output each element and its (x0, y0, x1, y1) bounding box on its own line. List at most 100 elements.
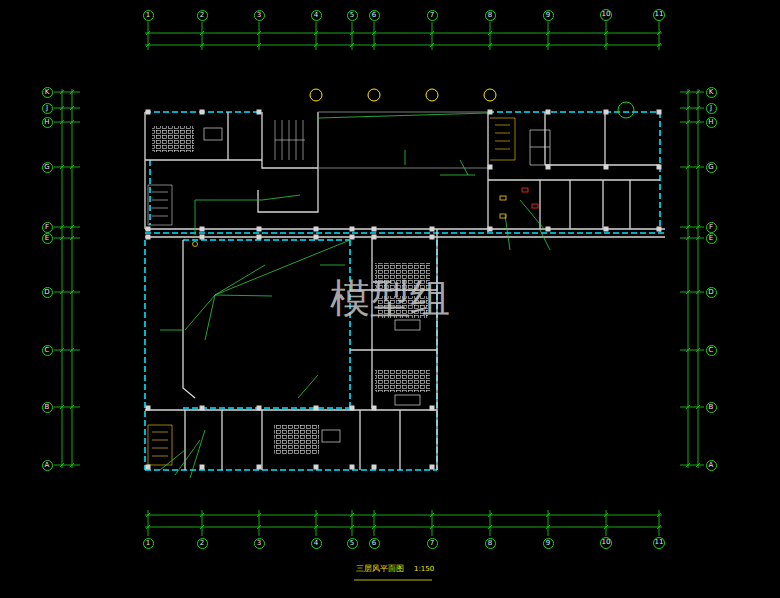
dimension-line (686, 120, 690, 124)
dimension-line (686, 106, 690, 110)
dimension-line (686, 290, 690, 294)
dimension-line (257, 525, 261, 529)
dimension-line (70, 225, 74, 229)
axis-bubble: F (706, 222, 717, 233)
axis-label: J (710, 105, 712, 112)
dimension-line (54, 350, 80, 351)
axis-bubble: 11 (653, 537, 666, 550)
axis-label: F (709, 224, 713, 231)
column (372, 227, 377, 232)
equipment-marks (500, 214, 506, 218)
axis-label: 6 (372, 540, 376, 547)
seating (274, 425, 319, 455)
axis-label: A (709, 462, 714, 469)
seating (152, 126, 194, 152)
column (146, 235, 151, 240)
axis-bubble: 2 (197, 10, 208, 21)
axis-label: 9 (546, 12, 550, 19)
dimension-line (430, 31, 434, 35)
dimension-line (680, 465, 704, 466)
axis-bubble: E (706, 233, 717, 244)
column (546, 227, 551, 232)
dimension-line (259, 510, 260, 536)
column (372, 465, 377, 470)
column (350, 465, 355, 470)
drawing-scale: 1:150 (414, 566, 434, 574)
column (604, 227, 609, 232)
dimension-line (257, 43, 261, 47)
axis-label: 8 (488, 12, 492, 19)
column (257, 465, 262, 470)
column (314, 465, 319, 470)
dimension-lines (54, 22, 704, 536)
dimension-line (488, 43, 492, 47)
caption-underline (354, 580, 432, 581)
axis-label: E (45, 235, 49, 242)
column (257, 227, 262, 232)
column (546, 165, 551, 170)
dimension-line (696, 463, 700, 467)
column (657, 165, 662, 170)
dimension-line (60, 463, 64, 467)
dimension-line (70, 405, 74, 409)
axis-bubble: 7 (427, 10, 438, 21)
column (200, 110, 205, 115)
walls (530, 130, 550, 165)
axis-label: 8 (488, 540, 492, 547)
column (257, 406, 262, 411)
axis-bubble: 3 (254, 538, 265, 549)
equipment-marks (193, 188, 539, 247)
air-ducts (160, 113, 550, 478)
axis-bubble: J (42, 103, 53, 114)
dimension-line (606, 510, 607, 536)
dimension-line (659, 510, 660, 536)
dimension-line (688, 89, 689, 468)
axis-label: 4 (314, 12, 318, 19)
dimension-line (490, 510, 491, 536)
axis-label: 1 (146, 12, 150, 19)
column (200, 465, 205, 470)
dimension-line (54, 108, 80, 109)
axis-bubble: 9 (543, 538, 554, 549)
dimension-line (54, 122, 80, 123)
column (604, 165, 609, 170)
dimension-line (488, 513, 492, 517)
axis-label: H (44, 119, 49, 126)
dimension-line (696, 290, 700, 294)
axis-label: 7 (430, 540, 434, 547)
column (314, 406, 319, 411)
column (146, 227, 151, 232)
walls (148, 185, 172, 225)
column-circles (426, 89, 438, 101)
axis-label: A (45, 462, 50, 469)
dimension-line (314, 43, 318, 47)
dimension-line (680, 238, 704, 239)
dimension-line (546, 43, 550, 47)
dimension-line (488, 525, 492, 529)
axis-bubble: C (42, 345, 53, 356)
dimension-line (696, 106, 700, 110)
axis-bubble: 3 (254, 10, 265, 21)
axis-label: F (45, 224, 49, 231)
axis-bubble: 8 (485, 10, 496, 21)
column (488, 165, 493, 170)
axis-label: D (44, 289, 49, 296)
dimension-line (70, 106, 74, 110)
axis-label: 10 (602, 11, 611, 18)
dimension-line (350, 513, 354, 517)
axis-label: 10 (602, 539, 611, 546)
dimension-line (314, 31, 318, 35)
dimension-line (54, 92, 80, 93)
column-circles (368, 89, 380, 101)
dimension-line (145, 33, 662, 34)
dimension-line (604, 513, 608, 517)
dimension-line (680, 350, 704, 351)
column (314, 235, 319, 240)
dimension-line (146, 513, 150, 517)
dimension-line (146, 525, 150, 529)
column (488, 110, 493, 115)
axis-label: D (708, 289, 713, 296)
axis-label: 5 (350, 540, 354, 547)
walls (145, 112, 665, 470)
dimension-line (60, 290, 64, 294)
